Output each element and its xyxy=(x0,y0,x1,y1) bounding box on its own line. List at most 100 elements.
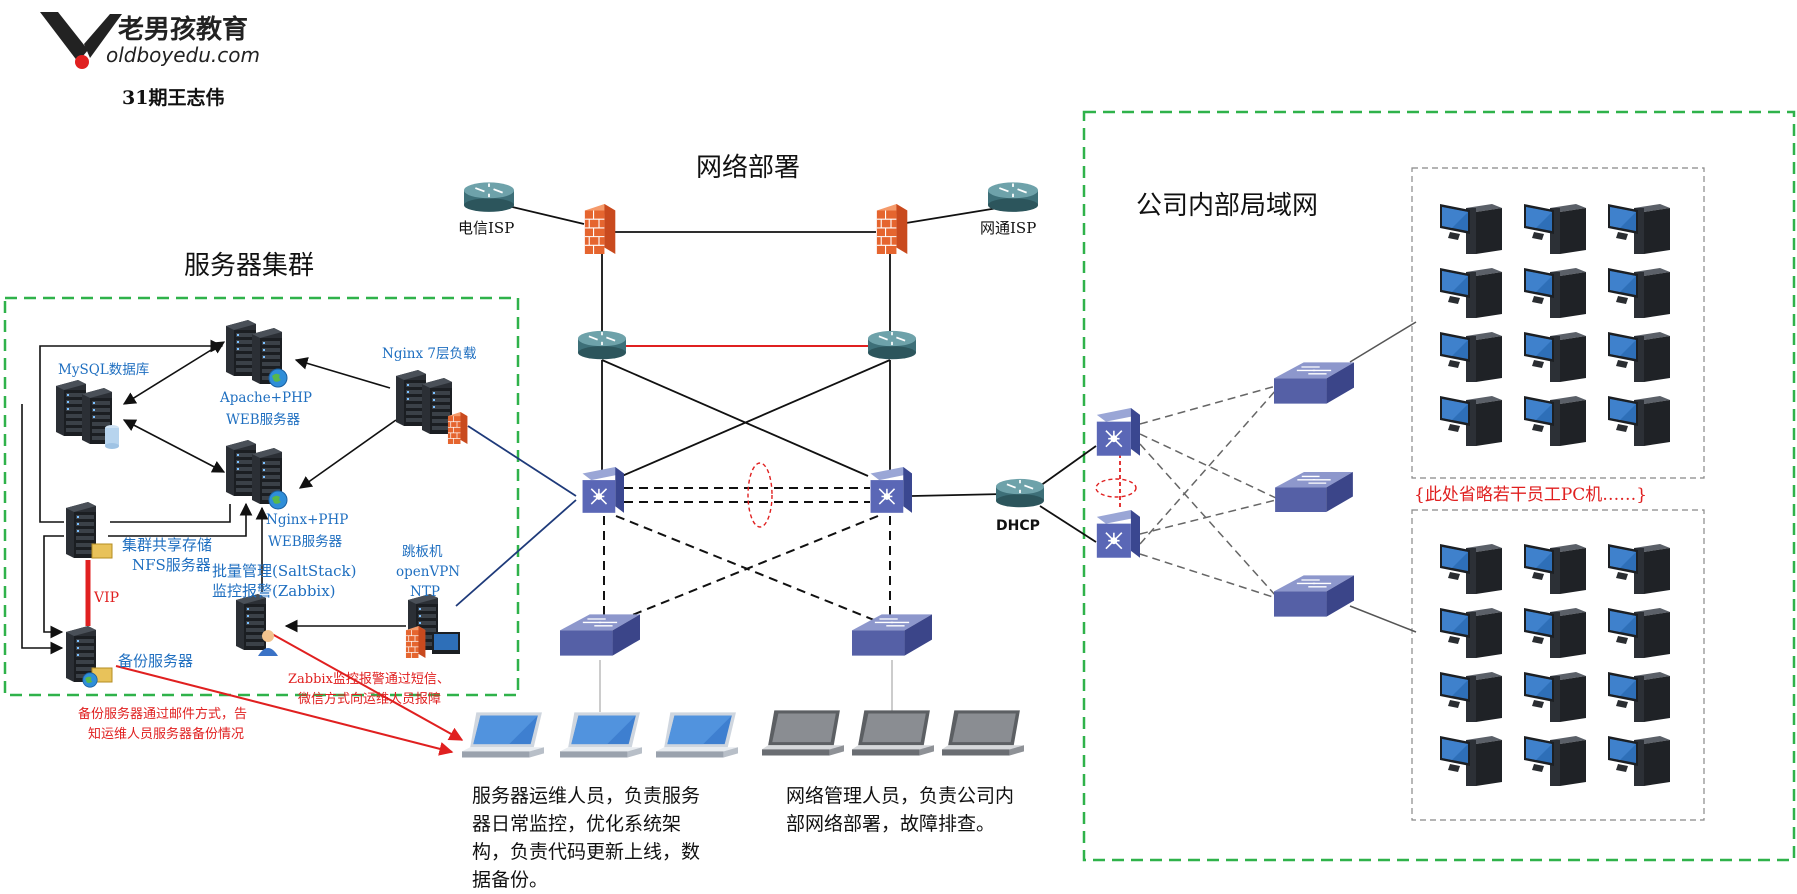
mgmt-label-line1: 批量管理(SaltStack) xyxy=(212,562,357,580)
lan-box xyxy=(1082,110,1796,862)
employee-pc-icon xyxy=(1524,332,1586,382)
lan-core-switch-top-icon xyxy=(1096,408,1140,457)
nginx-web-label-line1: Nginx+PHP xyxy=(266,512,348,528)
employee-pc-icon xyxy=(1608,204,1670,254)
jump-label-line2: openVPN xyxy=(396,564,460,580)
employee-pc-icon xyxy=(1440,332,1502,382)
annotation-labels: Zabbix监控报警通过短信、 微信方式向运维人员报障 备份服务器通过邮件方式，… xyxy=(78,485,1647,742)
lan-switch-2-icon xyxy=(1274,472,1354,512)
ops-desc-line4: 据备份。 xyxy=(472,869,548,891)
router-left-icon xyxy=(578,329,626,360)
ops-desc-line3: 构，负责代码更新上线，数 xyxy=(472,841,700,863)
employee-pc-icon xyxy=(1608,672,1670,722)
ops-laptop-1-icon xyxy=(462,712,544,758)
employee-pc-icon xyxy=(1608,332,1670,382)
vip-label: VIP xyxy=(93,590,119,606)
dhcp-router-icon xyxy=(996,477,1044,508)
unicom-isp-router-icon xyxy=(988,181,1038,212)
employee-pc-icon xyxy=(1524,736,1586,786)
employee-pc-icon xyxy=(1524,268,1586,318)
backup-server-icon xyxy=(66,626,113,688)
backup-note-line2: 知运维人员服务器备份情况 xyxy=(88,726,244,742)
employee-pc-icon xyxy=(1440,396,1502,446)
mgmt-server-icon xyxy=(236,594,278,656)
server-links xyxy=(21,339,406,655)
pc-grid-bottom xyxy=(1440,544,1670,786)
stack-link-mark xyxy=(747,462,773,528)
lb-uplink xyxy=(467,425,577,497)
access-switch-left-icon xyxy=(560,614,640,656)
pc-grid-top xyxy=(1440,204,1670,446)
server-cluster-title: 服务器集群 xyxy=(184,251,314,281)
lan-core-switch-bottom-icon xyxy=(1096,510,1140,559)
lan-stack-mark xyxy=(1095,478,1137,498)
nfs-label-line2: NFS服务器 xyxy=(132,556,211,574)
firewall-left-icon xyxy=(584,204,616,254)
ops-desc-line1: 服务器运维人员，负责服务 xyxy=(472,785,700,807)
employee-pc-icon xyxy=(1524,608,1586,658)
nginx-web-server-icon xyxy=(226,440,288,510)
router-right-icon xyxy=(868,329,916,360)
nfs-label-line1: 集群共享存储 xyxy=(122,536,212,554)
server-cluster-box xyxy=(3,296,520,697)
employee-pc-icon xyxy=(1608,268,1670,318)
apache-label-line1: Apache+PHP xyxy=(219,390,312,406)
employee-pc-icon xyxy=(1440,736,1502,786)
jump-label-line1: 跳板机 xyxy=(402,544,443,560)
pc-group-bottom-box xyxy=(1411,509,1705,821)
telecom-isp-label: 电信ISP xyxy=(458,219,514,237)
logo-mark-icon xyxy=(40,12,122,69)
jumphost-uplink xyxy=(455,499,577,607)
ops-laptop-3-icon xyxy=(656,712,738,758)
lan-switch-3-icon xyxy=(1274,574,1354,618)
telecom-isp-router-icon xyxy=(464,181,514,212)
nginx-lb-label: Nginx 7层负载 xyxy=(382,346,476,362)
pc-group-top-box xyxy=(1411,167,1705,479)
employee-pc-icon xyxy=(1608,608,1670,658)
core-switch-left-icon xyxy=(581,466,624,514)
uplink-bottom xyxy=(1349,605,1417,633)
mysql-server-icon xyxy=(56,380,119,449)
zabbix-alert-arrow xyxy=(271,633,464,741)
employee-pc-icon xyxy=(1524,204,1586,254)
nginx-lb-server-icon xyxy=(396,370,468,444)
access-switch-right-icon xyxy=(852,614,932,656)
backup-note-line1: 备份服务器通过邮件方式，告 xyxy=(78,706,247,722)
netadmin-laptop-3-icon xyxy=(942,710,1024,756)
apache-server-icon xyxy=(226,320,288,388)
zabbix-note-line1: Zabbix监控报警通过短信、 xyxy=(288,671,450,687)
author-name: 31期王志伟 xyxy=(122,86,224,109)
role-descriptions: 服务器运维人员，负责服务 器日常监控，优化系统架 构，负责代码更新上线，数 据备… xyxy=(472,785,1014,891)
employee-pc-icon xyxy=(1524,544,1586,594)
netadmin-desc-line1: 网络管理人员，负责公司内 xyxy=(786,785,1014,807)
mgmt-label-line2: 监控报警(Zabbix) xyxy=(212,582,336,600)
lan-links xyxy=(1139,385,1277,599)
access-links xyxy=(603,487,891,621)
nfs-server-icon xyxy=(66,502,113,559)
backup-mail-arrow xyxy=(115,665,454,756)
employee-pc-icon xyxy=(1608,544,1670,594)
logo-brand-en: oldboyedu.com xyxy=(106,43,260,67)
employee-pc-icon xyxy=(1524,672,1586,722)
ops-laptop-2-icon xyxy=(560,712,642,758)
firewall-right-icon xyxy=(876,204,908,254)
pc-omitted-note: {此处省略若干员工PC机……} xyxy=(1414,485,1647,505)
logo: 老男孩教育 oldboyedu.com 31期王志伟 xyxy=(40,12,260,109)
employee-pc-icon xyxy=(1440,204,1502,254)
jump-host-server-icon xyxy=(405,594,460,658)
dhcp-label: DHCP xyxy=(996,518,1040,534)
employee-pc-icon xyxy=(1440,544,1502,594)
ops-desc-line2: 器日常监控，优化系统架 xyxy=(472,813,681,835)
unicom-isp-label: 网通ISP xyxy=(980,219,1036,237)
core-switch-right-icon xyxy=(869,466,912,514)
employee-pc-icon xyxy=(1524,396,1586,446)
employee-pc-icon xyxy=(1608,736,1670,786)
uplink-top xyxy=(1349,321,1417,363)
employee-pc-icon xyxy=(1440,268,1502,318)
netadmin-laptop-1-icon xyxy=(762,710,844,756)
backup-label: 备份服务器 xyxy=(118,652,193,670)
employee-pc-icon xyxy=(1440,672,1502,722)
server-labels: MySQL数据库 Apache+PHP WEB服务器 Nginx 7层负载 Ng… xyxy=(58,346,476,670)
